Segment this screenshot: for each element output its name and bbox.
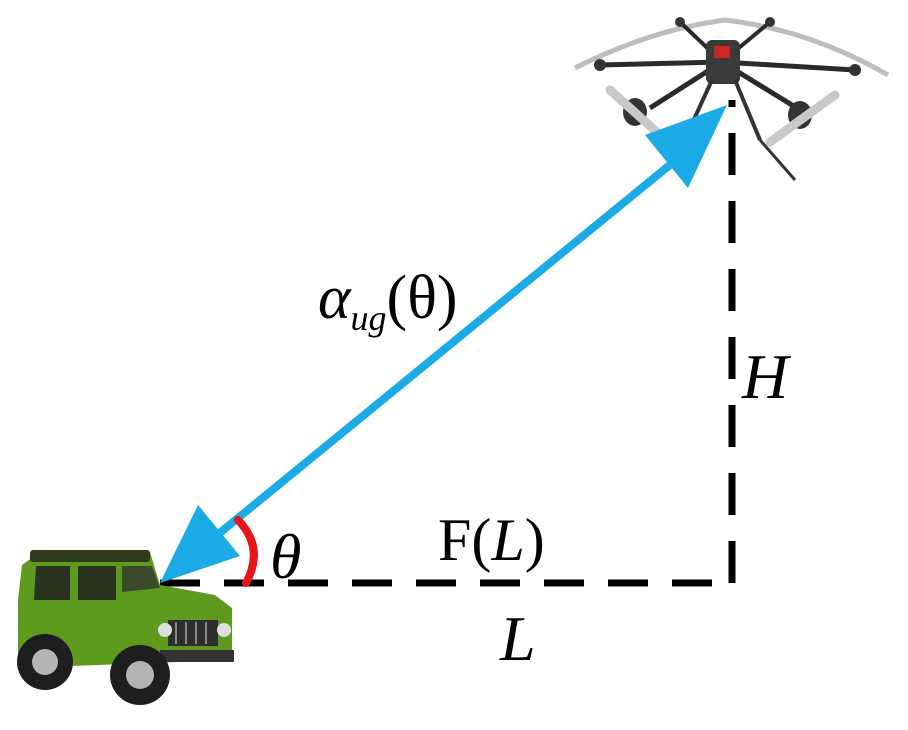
link-label: αug(θ) [318,264,458,338]
link-argument: (θ) [387,264,458,332]
arrowhead-vehicle [160,505,240,583]
distance-label: L [499,603,536,674]
arrowhead-drone [645,105,727,188]
function-label: F(L) [438,507,545,573]
angle-arc [234,516,258,587]
drone-icon [573,17,890,181]
height-label: H [741,341,792,412]
green-suv-icon [17,550,234,705]
angle-label: θ [270,521,301,592]
link-arrow [160,105,727,583]
